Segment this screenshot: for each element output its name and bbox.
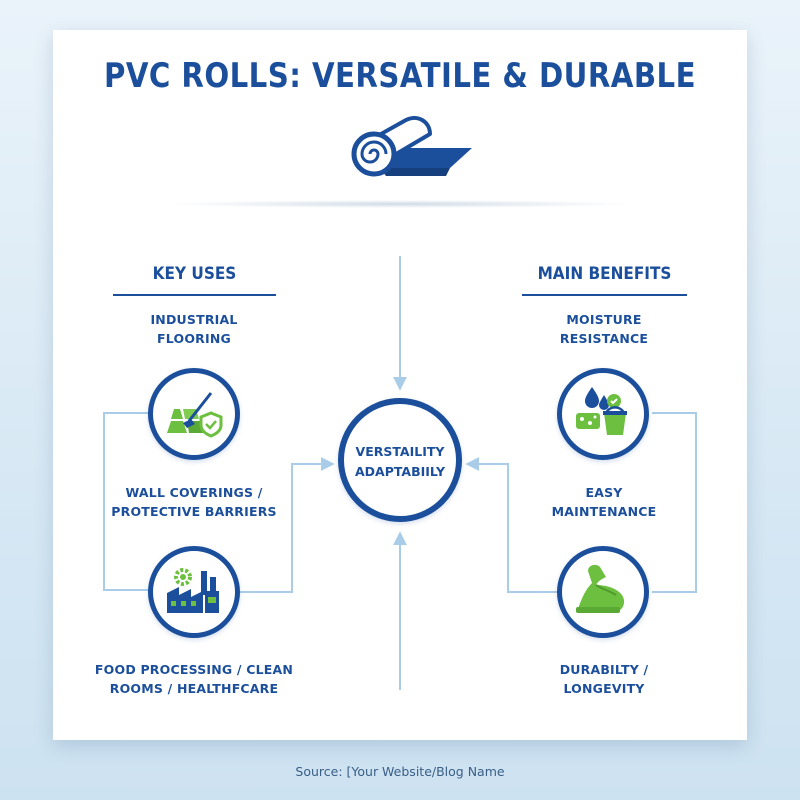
use-food-processing: FOOD PROCESSING / CLEAN ROOMS / HEALTHFC…: [94, 662, 294, 696]
water-drops-sponge-bucket-icon: [557, 368, 649, 460]
use-industrial-flooring: INDUSTRIAL FLOORING: [150, 312, 238, 346]
use-wall-coverings: WALL COVERINGS / PROTECTIVE BARRIERS: [111, 485, 277, 519]
key-uses-underline: [113, 294, 276, 296]
main-benefits-heading: MAIN BENEFITS: [537, 264, 672, 284]
center-versatility-circle: VERSTAILITY ADAPTABIILY: [338, 398, 462, 522]
page-title: PVC ROLLS: VERSATILE & DURABLE: [103, 56, 697, 96]
key-uses-heading: KEY USES: [152, 264, 237, 284]
title-divider: [170, 200, 630, 208]
pvc-roll-icon: [351, 115, 472, 177]
factory-gear-icon: [148, 546, 240, 638]
flexed-arm-icon: [557, 546, 649, 638]
center-line-1: VERSTAILITY: [355, 444, 445, 459]
center-line-2: ADAPTABIILY: [354, 464, 445, 479]
benefit-durability: DURABILTY / LONGEVITY: [559, 662, 649, 696]
source-credit: Source: [Your Website/Blog Name: [295, 764, 505, 779]
floor-tiles-mop-shield-icon: [148, 368, 240, 460]
benefit-moisture-resistance: MOISTURE RESISTANCE: [559, 312, 649, 346]
main-benefits-underline: [522, 294, 687, 296]
benefit-easy-maintenance: EASY MAINTENANCE: [551, 485, 657, 519]
